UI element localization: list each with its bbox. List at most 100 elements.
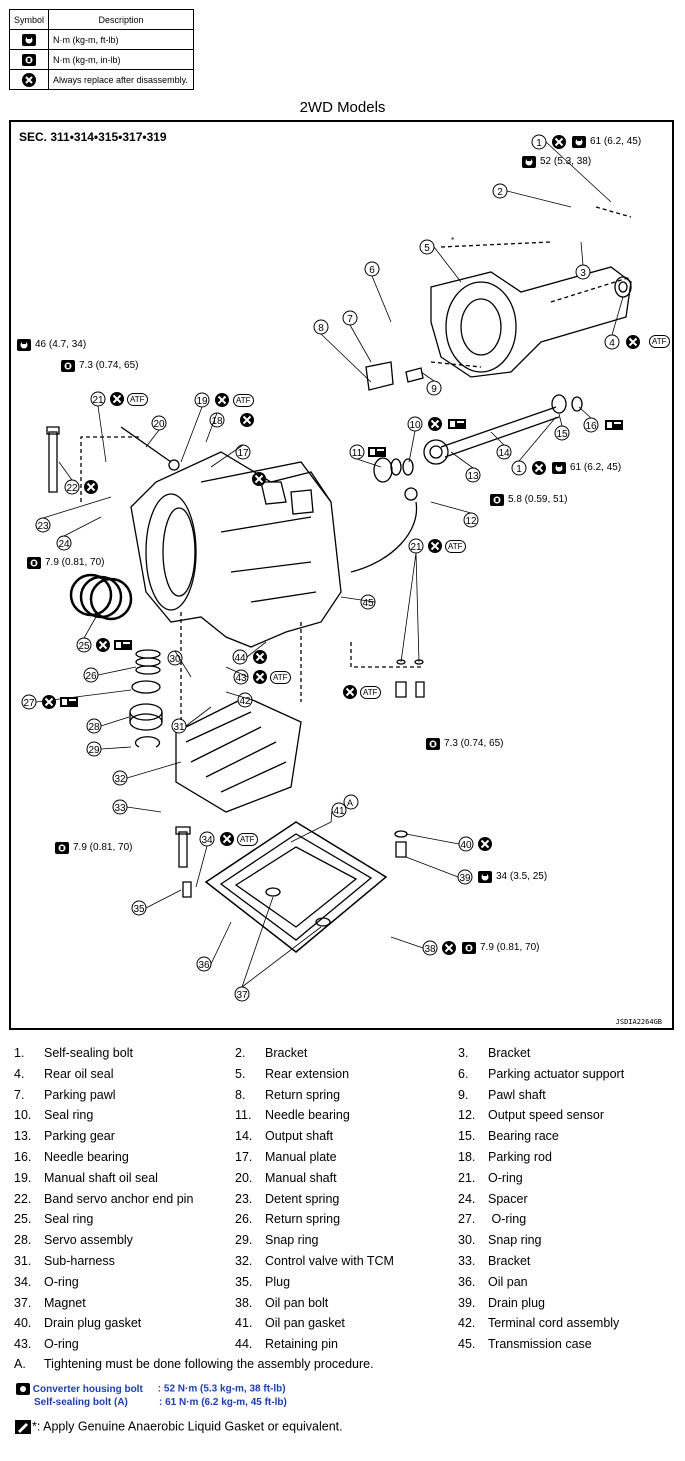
section-code: SEC. 311•314•315•317•319 — [19, 130, 167, 144]
spec-value: : 61 N·m (6.2 kg-m, 45 ft-lb) — [159, 1397, 287, 1408]
part-name: Detent spring — [265, 1191, 340, 1206]
part-name: Spacer — [488, 1191, 528, 1206]
part-name: Parking rod — [488, 1150, 552, 1164]
parts-list-item: 31.Sub-harness — [14, 1254, 115, 1268]
svg-text:3: 3 — [580, 268, 586, 279]
part-name: Retaining pin — [265, 1337, 338, 1352]
part-name: Seal ring — [44, 1212, 94, 1227]
part-name: Snap ring — [265, 1233, 319, 1248]
part-name: O-ring — [44, 1337, 79, 1352]
legend-symbol-cell — [8, 69, 50, 90]
part-name: Output speed sensor — [488, 1108, 605, 1123]
svg-text:26: 26 — [85, 671, 97, 682]
part-name: Terminal cord assembly — [488, 1316, 620, 1331]
part-name: Parking actuator support — [488, 1066, 625, 1081]
torque-label: 7.9 (0.81, 70) — [480, 942, 540, 953]
torque-ftlb-icon — [22, 33, 36, 46]
torque-label: 7.9 (0.81, 70) — [73, 842, 133, 853]
part-number: 21. — [458, 1170, 476, 1185]
parts-list-item: 21. O-ring — [458, 1171, 523, 1185]
parts-list-item: 5. Rear extension — [235, 1067, 349, 1081]
part-name: Parking gear — [44, 1129, 115, 1144]
parts-list-item: 30.Snap ring — [458, 1233, 542, 1247]
legend-desc: Always replace after disassembly. — [48, 69, 195, 90]
parts-list-item: 14.Output shaft — [235, 1129, 333, 1143]
svg-text:1: 1 — [516, 464, 522, 475]
svg-text:21: 21 — [92, 395, 104, 406]
part-name: Bearing race — [488, 1129, 559, 1144]
part-name: Return spring — [265, 1212, 341, 1227]
svg-text:13: 13 — [467, 471, 479, 482]
svg-text:34: 34 — [201, 835, 213, 846]
part-name: Oil pan bolt — [265, 1295, 329, 1310]
parts-list-item: 8.Return spring — [235, 1088, 340, 1102]
part-number: 12. — [458, 1108, 476, 1123]
parts-list-item: 16.Needle bearing — [14, 1150, 129, 1164]
svg-text:40: 40 — [460, 840, 472, 851]
atf-tag: ATF — [360, 686, 381, 699]
parts-list-item: 2.Bracket — [235, 1046, 307, 1060]
part-number: 3. — [458, 1046, 469, 1060]
parts-list-item: 42.Terminal cord assembly — [458, 1316, 619, 1330]
part-number: 25. — [14, 1212, 32, 1227]
spec-label: Converter housing bolt — [32, 1383, 143, 1395]
svg-text:7: 7 — [347, 314, 353, 325]
torque-label: 34 (3.5, 25) — [496, 871, 548, 882]
part-number: 36. — [458, 1274, 476, 1289]
svg-text:30: 30 — [169, 654, 181, 665]
svg-text:16: 16 — [585, 421, 597, 432]
svg-text:12: 12 — [465, 516, 477, 527]
part-name: Servo assembly — [44, 1233, 133, 1248]
part-number: 26. — [235, 1212, 253, 1227]
parts-list-item: 10.Seal ring — [14, 1108, 93, 1122]
part-name: Rear extension — [265, 1066, 350, 1081]
part-name: O-ring — [488, 1170, 523, 1185]
part-name: Drain plug — [488, 1295, 545, 1310]
svg-text:22: 22 — [66, 483, 78, 494]
svg-text:10: 10 — [409, 420, 421, 431]
svg-text:24: 24 — [58, 539, 70, 550]
parts-list-item: 24.Spacer — [458, 1192, 528, 1206]
part-name: Oil pan — [488, 1274, 528, 1289]
part-number: 19. — [14, 1170, 32, 1185]
parts-list-item: 6. Parking actuator support — [458, 1067, 624, 1081]
part-number: 16. — [14, 1150, 32, 1164]
part-number: 44. — [235, 1337, 253, 1352]
parts-list-item: 39.Drain plug — [458, 1296, 545, 1310]
parts-list-item: 34.O-ring — [14, 1275, 79, 1289]
part-name: Manual shaft oil seal — [44, 1170, 158, 1185]
parts-list-item: 45.Transmission case — [458, 1337, 592, 1351]
svg-text:21: 21 — [410, 542, 422, 553]
svg-text:42: 42 — [239, 696, 251, 707]
svg-text:15: 15 — [556, 429, 568, 440]
part-number: 31. — [14, 1254, 32, 1268]
atf-tag: ATF — [127, 393, 148, 406]
parts-list-item: 13.Parking gear — [14, 1129, 115, 1143]
gasket-star: * — [451, 236, 455, 245]
torque-label: 46 (4.7, 34) — [35, 339, 87, 350]
part-name: Return spring — [265, 1087, 341, 1102]
assembly-note: A.Tightening must be done following the … — [14, 1357, 374, 1371]
svg-text:33: 33 — [114, 803, 126, 814]
part-name: Drain plug gasket — [44, 1316, 142, 1331]
part-number: 6. — [458, 1066, 469, 1081]
atf-tag: ATF — [649, 335, 670, 348]
parts-list-item: 11.Needle bearing — [235, 1108, 350, 1122]
atf-tag: ATF — [237, 833, 258, 846]
part-number: 5. — [235, 1066, 246, 1081]
legend-desc: N·m (kg-m, in-lb) — [48, 49, 195, 70]
torque-label: 7.3 (0.74, 65) — [444, 738, 504, 749]
torque-ftlb-icon — [16, 1383, 30, 1395]
part-name: Bracket — [265, 1046, 308, 1060]
svg-text:2: 2 — [497, 187, 503, 198]
svg-text:38: 38 — [424, 944, 436, 955]
part-number: 20. — [235, 1170, 253, 1185]
part-name: O-ring — [488, 1212, 527, 1227]
legend-header-description: Description — [48, 9, 195, 30]
svg-text:39: 39 — [459, 873, 471, 884]
torque-inlb-icon — [22, 53, 36, 66]
part-number: 38. — [235, 1295, 253, 1310]
parts-list-item: 17.Manual plate — [235, 1150, 337, 1164]
parts-list-item: 37.Magnet — [14, 1296, 86, 1310]
